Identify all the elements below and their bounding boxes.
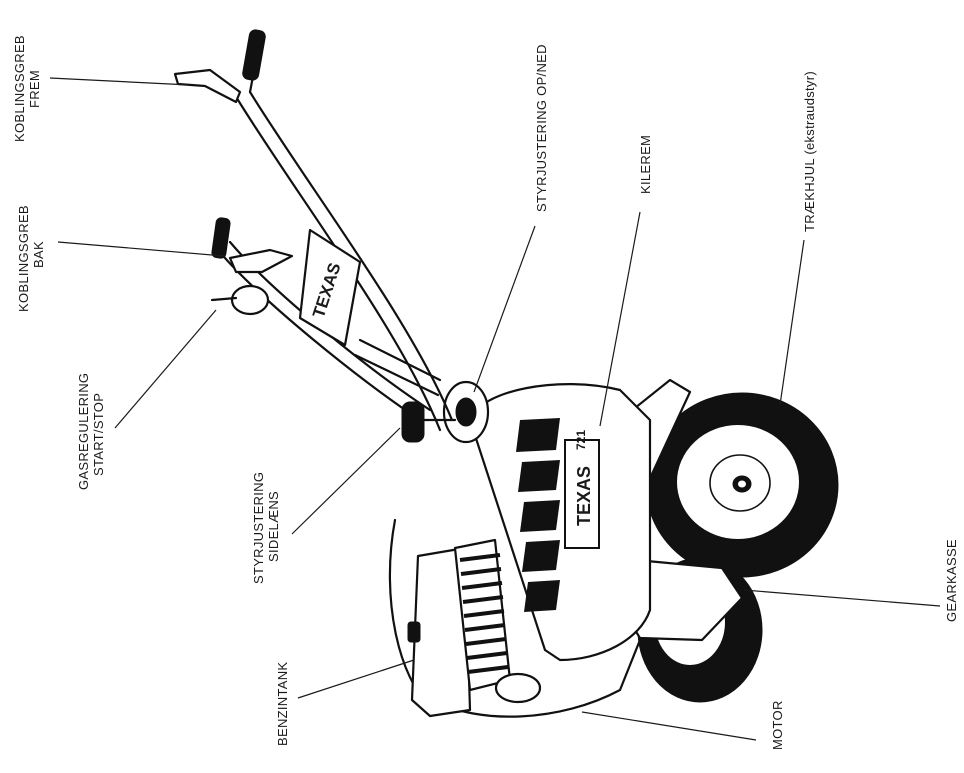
cover-stripes bbox=[516, 418, 560, 612]
handlebars: TEXAS bbox=[173, 29, 454, 432]
traction-wheel bbox=[645, 392, 839, 578]
label-gearkasse: GEARKASSE bbox=[944, 539, 959, 622]
label-gasregulering: GASREGULERING START/STOP bbox=[76, 369, 106, 490]
label-kilerem: KILEREM bbox=[638, 135, 653, 194]
label-koblingsgreb-bak: KOBLINGSGREB BAK bbox=[16, 201, 46, 312]
brand-logo-cover: TEXAS bbox=[574, 466, 594, 526]
cover-badge: TEXAS 721 bbox=[564, 430, 600, 549]
label-styrjustering-op-ned: STYRJUSTERING OP/NED bbox=[534, 44, 549, 212]
leader-lines bbox=[49, 77, 941, 741]
model-number: 721 bbox=[574, 430, 588, 450]
label-traekhjul: TRÆKHJUL (ekstraudstyr) bbox=[802, 71, 817, 232]
callout-labels: KOBLINGSGREB FREM KOBLINGSGREB BAK GASRE… bbox=[12, 31, 959, 750]
label-motor: MOTOR bbox=[770, 700, 785, 750]
belt-cover bbox=[468, 383, 652, 662]
tiller-illustration: TEXAS 721 TEXAS bbox=[173, 29, 839, 718]
label-koblingsgreb-frem: KOBLINGSGREB FREM bbox=[12, 31, 42, 142]
engine bbox=[453, 538, 542, 704]
label-styrjustering-sidelaens: STYRJUSTERING SIDELÆNS bbox=[251, 468, 281, 584]
label-benzintank: BENZINTANK bbox=[275, 662, 290, 746]
